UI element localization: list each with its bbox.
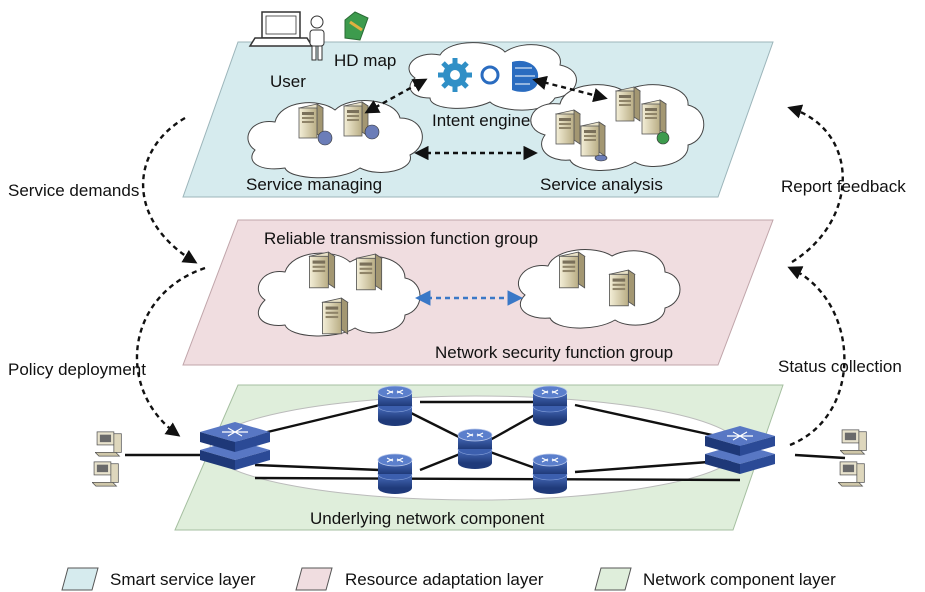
- user-icon: [309, 15, 325, 61]
- database-icon: [594, 154, 608, 162]
- legend-swatch-network-component: [594, 567, 632, 591]
- service-demands-label: Service demands: [8, 181, 139, 200]
- router-icon: [457, 428, 493, 470]
- legend-label-network-component: Network component layer: [643, 570, 836, 589]
- computer-icon: [838, 461, 865, 487]
- underlying-network-label: Underlying network component: [310, 509, 545, 528]
- arrow-intent-analysis: [532, 75, 608, 103]
- sync-icon: [480, 65, 500, 85]
- server-icon: [580, 121, 606, 157]
- legend-swatch-smart-service: [61, 567, 99, 591]
- arrow-status-collection: [787, 266, 846, 447]
- server-icon: [555, 109, 581, 145]
- server-icon: [308, 251, 336, 289]
- arrow-policy-deployment: [135, 266, 206, 437]
- server-icon: [641, 99, 667, 135]
- computer-icon: [95, 431, 122, 457]
- cloud-network-security: [518, 249, 681, 329]
- service-analysis-label: Service analysis: [540, 175, 663, 194]
- brain-icon: [512, 60, 539, 92]
- server-icon: [321, 297, 349, 335]
- server-icon: [355, 253, 383, 291]
- arrow-report-feedback: [787, 104, 844, 264]
- legend-swatch-resource-adaptation: [295, 567, 333, 591]
- legend-label-resource-adaptation: Resource adaptation layer: [345, 570, 544, 589]
- globe-icon: [656, 131, 670, 145]
- globe-icon: [364, 124, 380, 140]
- hd-map-label: HD map: [334, 51, 396, 70]
- arrow-managing-intent: [364, 78, 428, 114]
- router-icon: [377, 453, 413, 495]
- server-icon: [343, 101, 369, 137]
- service-managing-label: Service managing: [246, 175, 382, 194]
- intent-engine-label: Intent engine: [432, 111, 530, 130]
- map-icon: [344, 11, 369, 41]
- server-icon: [615, 86, 641, 122]
- status-collection-label: Status collection: [778, 357, 902, 376]
- router-icon: [532, 385, 568, 427]
- reliable-transmission-label: Reliable transmission function group: [264, 229, 538, 248]
- network-security-label: Network security function group: [435, 343, 673, 362]
- gear-icon: [438, 58, 472, 92]
- cloud-service-managing: [247, 100, 423, 179]
- legend-label-smart-service: Smart service layer: [110, 570, 256, 589]
- user-label: User: [270, 72, 306, 91]
- legend: Smart service layer Resource adaptation …: [61, 567, 836, 591]
- computer-icon: [840, 429, 867, 455]
- server-icon: [558, 251, 586, 289]
- router-icon: [377, 385, 413, 427]
- router-icon: [532, 453, 568, 495]
- server-icon: [608, 269, 636, 307]
- arrow-service-demands: [142, 116, 198, 264]
- report-feedback-label: Report feedback: [781, 177, 906, 196]
- network-links: [125, 400, 846, 482]
- policy-deployment-label: Policy deployment: [8, 360, 146, 379]
- computer-icon: [92, 461, 119, 487]
- laptop-icon: [248, 11, 314, 47]
- globe-icon: [317, 130, 333, 146]
- server-icon: [298, 103, 324, 139]
